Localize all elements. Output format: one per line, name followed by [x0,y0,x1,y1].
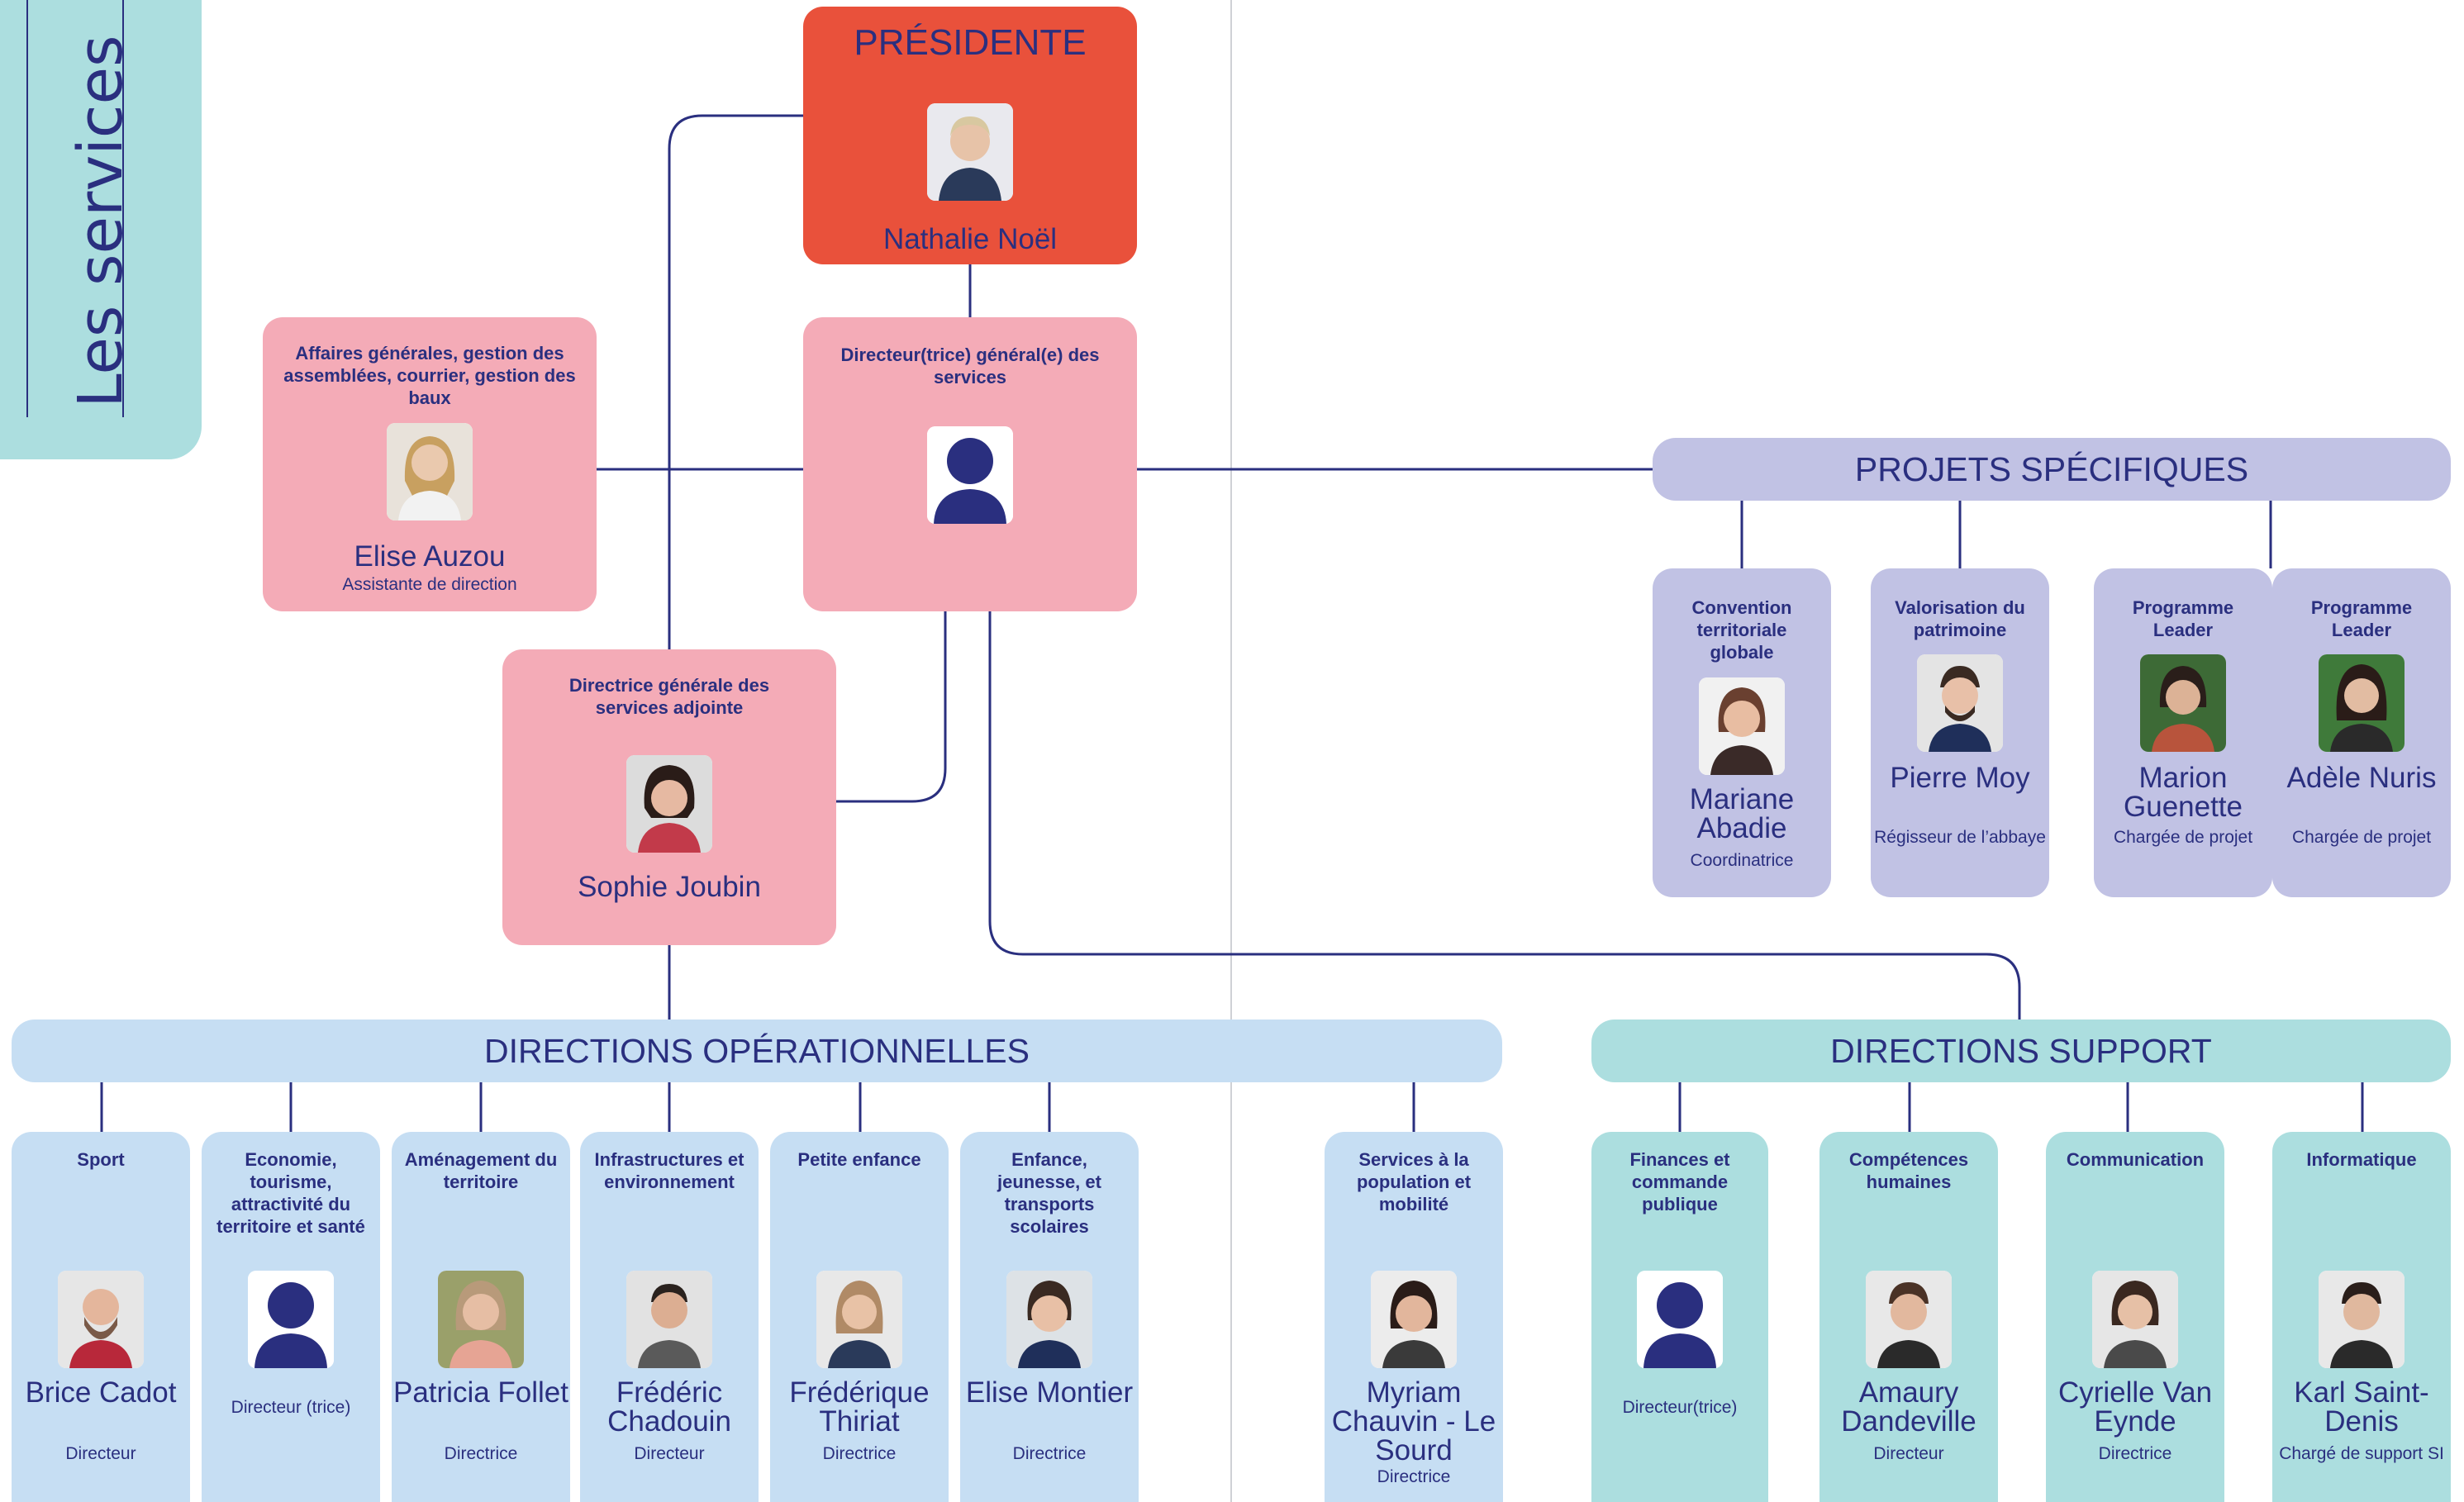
project-name: Marion Guenette [2124,762,2243,823]
project-role: Régisseur de l’abbaye [1874,828,2046,847]
support-header: DIRECTIONS SUPPORT [1591,1020,2451,1082]
project-photo [2319,654,2405,752]
project-card: Programme Leader Marion Guenette Chargée… [2094,568,2272,897]
assistant-name: Elise Auzou [354,540,506,573]
support-role: Directeur(trice) [1622,1398,1738,1417]
project-name: Mariane Abadie [1689,783,1795,844]
support-photo [1866,1271,1952,1368]
support-card: Informatique Karl Saint-Denis Chargé de … [2272,1132,2451,1502]
assistant-role: Assistante de direction [342,575,517,594]
operational-role: Directrice [1012,1444,1087,1463]
operational-card: Enfance, jeunesse, et transports scolair… [960,1132,1139,1502]
assistant-title: Affaires générales, gestion des assemblé… [283,343,576,408]
support-name: Cyrielle Van Eynde [2057,1376,2213,1438]
support-photo [2092,1271,2178,1368]
operational-role: Directeur (trice) [231,1398,351,1417]
assistant-box: Affaires générales, gestion des assemblé… [263,317,597,611]
project-title: Convention territoriale globale [1691,597,1792,663]
operational-role: Directrice [1377,1467,1451,1486]
project-photo [1699,677,1785,775]
operational-photo [626,1271,712,1368]
project-card: Programme Leader Adèle Nuris Chargée de … [2272,568,2451,897]
operational-photo [58,1271,144,1368]
support-user-icon [1637,1271,1723,1368]
section-tab: Les services [0,0,202,459]
dgs-title: Directeur(trice) général(e) des services [840,345,1100,387]
support-role: Directrice [2098,1444,2172,1463]
operational-name: Myriam Chauvin - Le Sourd [1331,1376,1496,1466]
project-role: Chargée de projet [2113,828,2253,847]
operational-role: Directrice [444,1444,518,1463]
operational-title: Aménagement du territoire [404,1149,558,1192]
tab-rule-right [122,0,124,417]
project-photo [2140,654,2226,752]
operational-role: Directeur [65,1444,136,1463]
operational-role: Directrice [822,1444,897,1463]
operational-title: Sport [77,1149,125,1170]
operational-name: Brice Cadot [25,1376,177,1409]
support-name: Amaury Dandeville [1841,1376,1976,1438]
project-name: Adèle Nuris [2286,762,2437,794]
support-card: Finances et commande publique Directeur(… [1591,1132,1768,1502]
dgs-user-icon [927,426,1013,524]
project-name: Pierre Moy [1890,762,2030,794]
operational-role: Directeur [634,1444,705,1463]
support-title: Compétences humaines [1848,1149,1969,1192]
dgsa-photo [626,755,712,853]
president-box: PRÉSIDENTE Nathalie Noël [803,7,1137,264]
operational-card: Infrastructures et environnement Frédéri… [580,1132,759,1502]
operational-photo [1006,1271,1092,1368]
operational-photo [1371,1271,1457,1368]
projects-header: PROJETS SPÉCIFIQUES [1653,438,2451,501]
operational-title: Services à la population et mobilité [1356,1149,1472,1214]
dgsa-title: Directrice générale des services adjoint… [568,675,770,718]
dgs-box: Directeur(trice) général(e) des services [803,317,1137,611]
operational-header: DIRECTIONS OPÉRATIONNELLES [12,1020,1502,1082]
president-photo [927,103,1013,201]
operational-card: Economie, tourisme, attractivité du terr… [202,1132,380,1502]
dgsa-box: Directrice générale des services adjoint… [502,649,836,945]
project-card: Convention territoriale globale Mariane … [1653,568,1831,897]
operational-name: Elise Montier [965,1376,1134,1409]
operational-card: Sport Brice Cadot Directeur [12,1132,190,1502]
operational-card: Services à la population et mobilité Myr… [1325,1132,1503,1502]
support-title: Communication [2066,1149,2205,1170]
project-title: Programme Leader [2310,597,2413,640]
support-title: Informatique [2306,1149,2417,1170]
operational-card: Petite enfance Frédérique Thiriat Direct… [770,1132,949,1502]
president-title: PRÉSIDENTE [854,22,1087,63]
operational-photo [816,1271,902,1368]
support-card: Compétences humaines Amaury Dandeville D… [1819,1132,1998,1502]
tab-rule-left [26,0,28,417]
project-card: Valorisation du patrimoine Pierre Moy Ré… [1871,568,2049,897]
operational-photo [438,1271,524,1368]
support-card: Communication Cyrielle Van Eynde Directr… [2046,1132,2224,1502]
center-divider [1230,0,1232,1502]
operational-title: Economie, tourisme, attractivité du terr… [216,1149,365,1237]
operational-name: Patricia Follet [392,1376,569,1409]
support-title: Finances et commande publique [1629,1149,1730,1214]
project-role: Chargée de projet [2291,828,2432,847]
project-title: Valorisation du patrimoine [1895,597,2025,640]
operational-card: Aménagement du territoire Patricia Folle… [392,1132,570,1502]
dgsa-name: Sophie Joubin [578,871,761,903]
operational-name: Frédérique Thiriat [789,1376,930,1438]
project-photo [1917,654,2003,752]
president-name: Nathalie Noël [882,223,1058,255]
project-title: Programme Leader [2132,597,2234,640]
operational-title: Infrastructures et environnement [594,1149,744,1192]
operational-user-icon [248,1271,334,1368]
project-role: Coordinatrice [1690,851,1794,870]
operational-title: Enfance, jeunesse, et transports scolair… [997,1149,1101,1237]
operational-name: Frédéric Chadouin [607,1376,731,1438]
support-name: Karl Saint-Denis [2294,1376,2429,1438]
support-role: Chargé de support SI [2279,1444,2444,1463]
support-photo [2319,1271,2405,1368]
assistant-photo [387,423,473,520]
support-role: Directeur [1873,1444,1944,1463]
operational-title: Petite enfance [797,1149,921,1170]
